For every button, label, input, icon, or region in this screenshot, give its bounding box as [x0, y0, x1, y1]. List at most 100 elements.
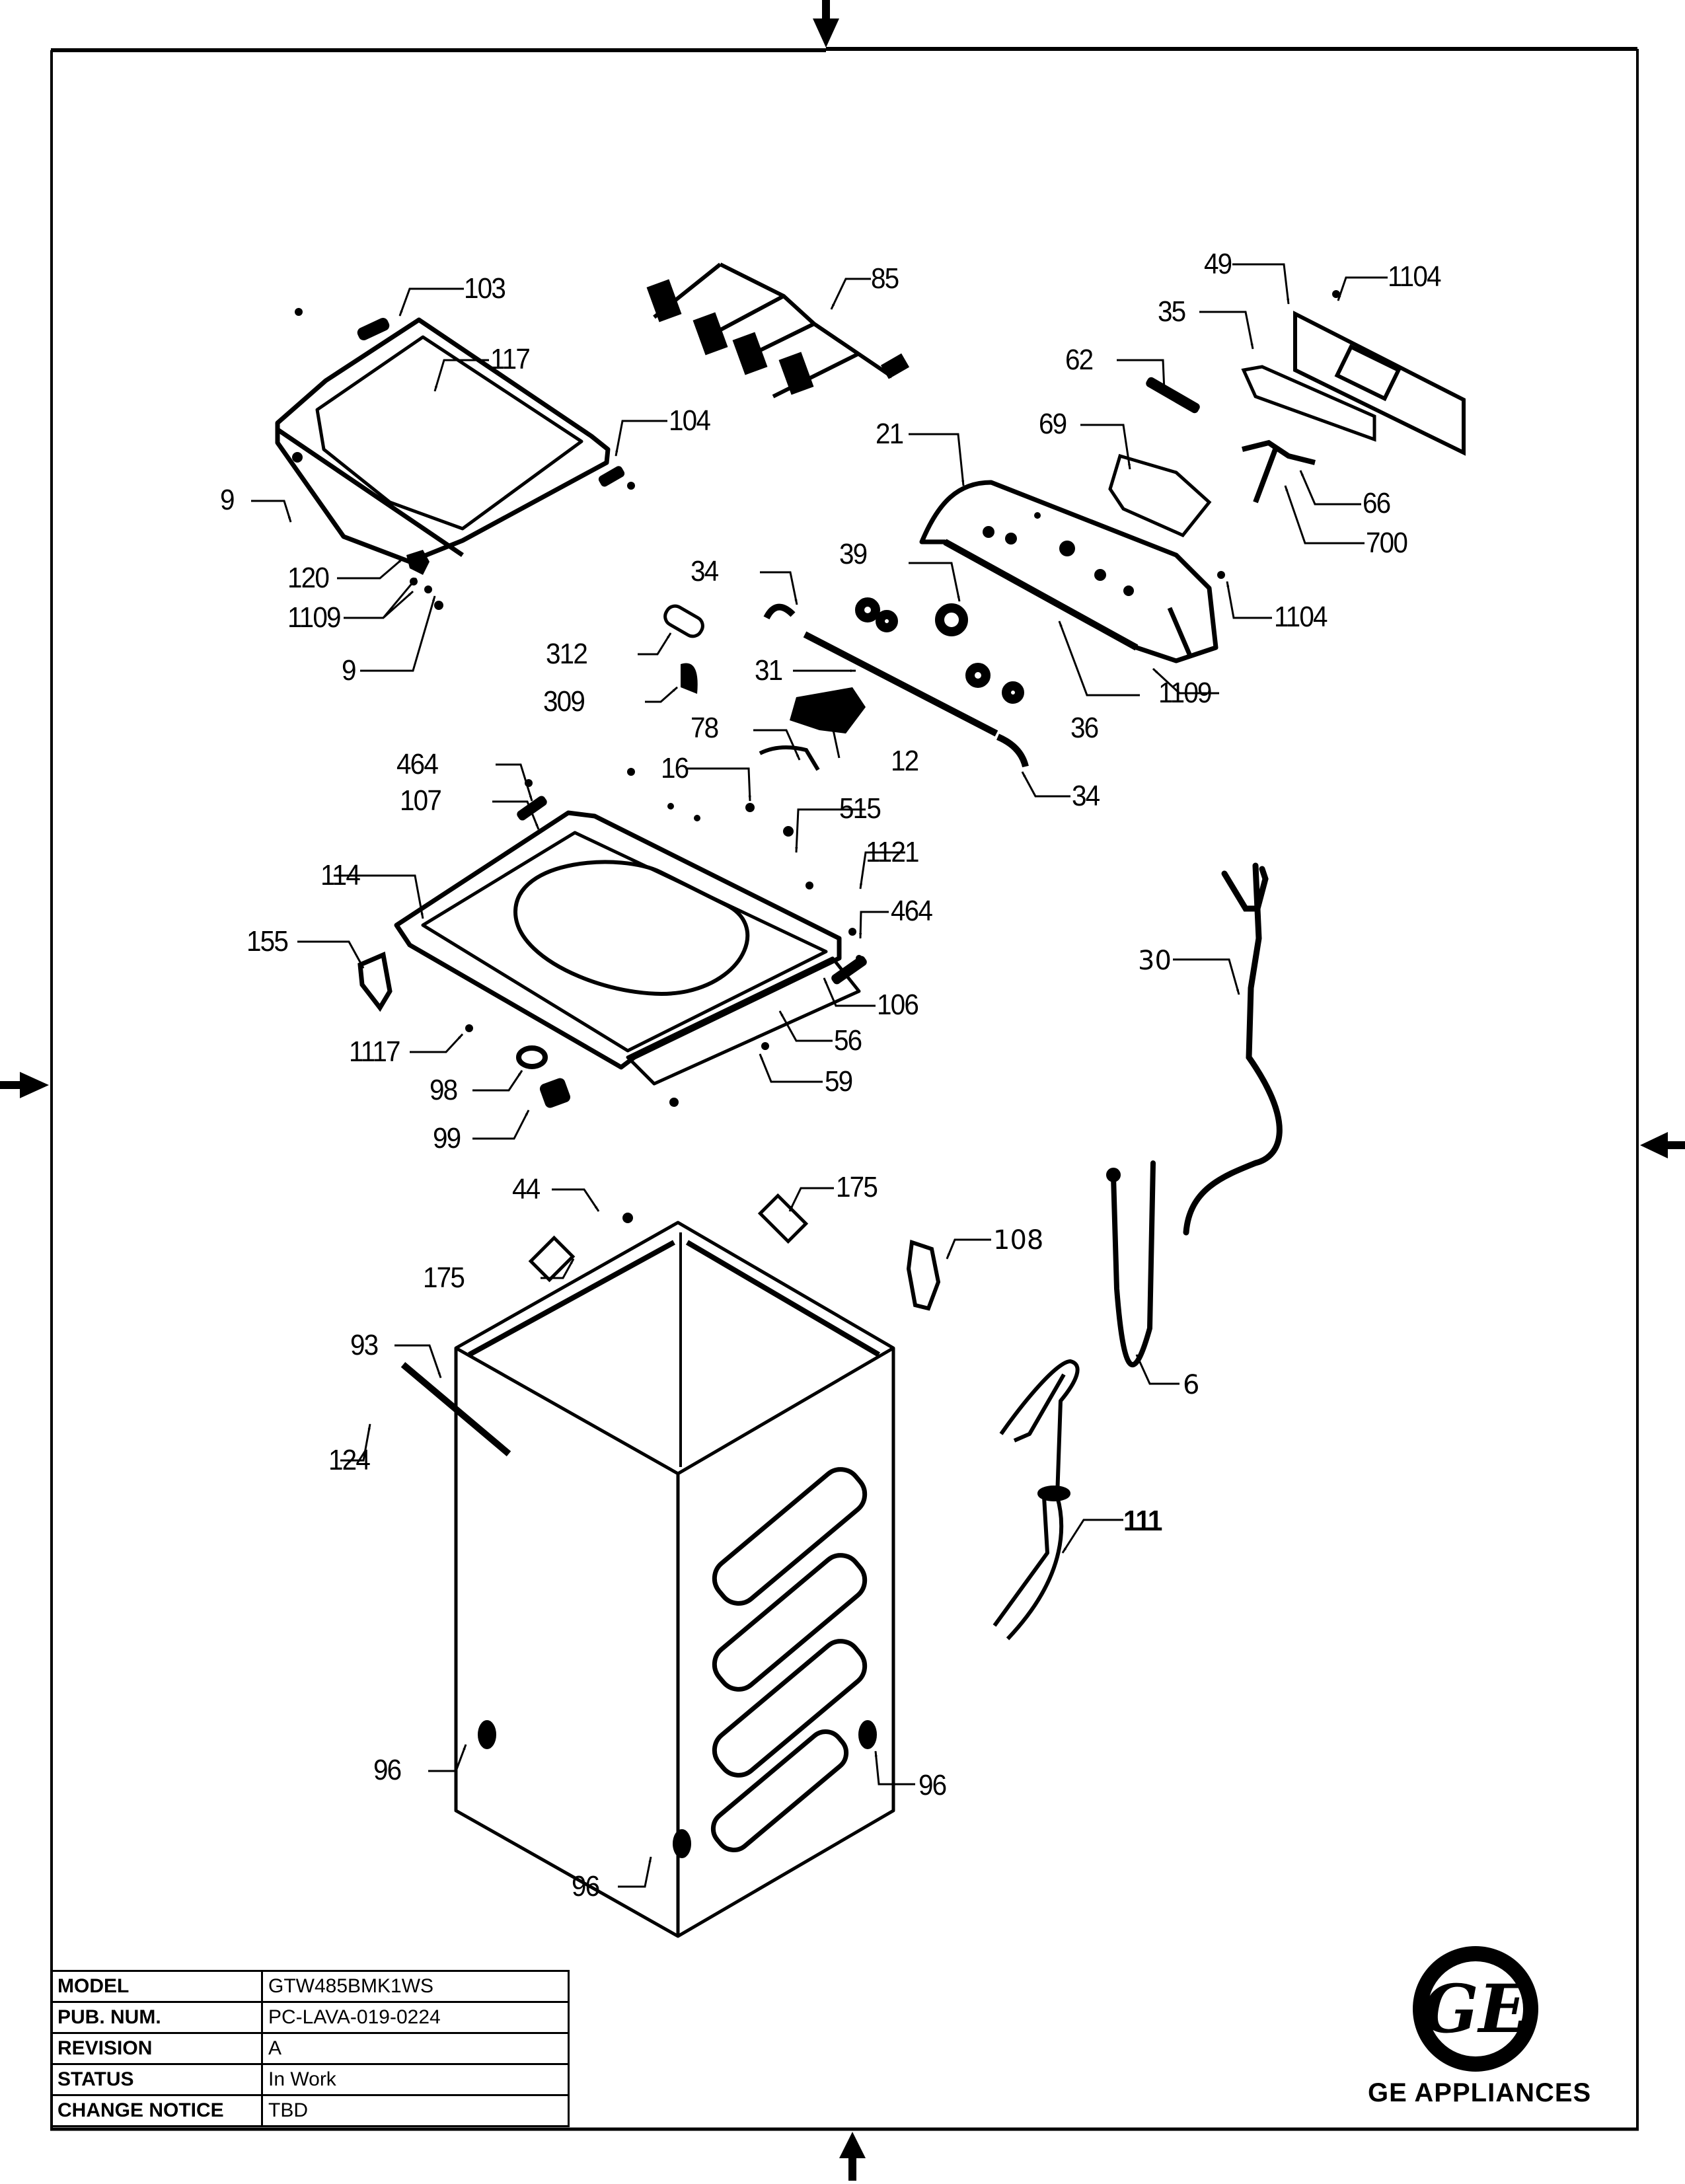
part-hose-31: [803, 631, 998, 737]
title-block-row-pub-num: PUB. NUM.PC-LAVA-019-0224: [50, 2001, 570, 2034]
callout-35: 35: [1158, 295, 1186, 328]
callout-21: 21: [876, 418, 904, 450]
part-screws-1104: [1217, 290, 1340, 579]
callout-175-left: 175: [423, 1261, 465, 1294]
part-control-panel-49: [1293, 311, 1466, 456]
title-block-key: STATUS: [50, 2063, 263, 2096]
callout-96-bottom: 96: [572, 1870, 600, 1902]
callout-16: 16: [661, 752, 689, 784]
callout-175-right: 175: [836, 1171, 878, 1203]
callout-117: 117: [490, 343, 531, 375]
leader-lines: [251, 263, 1388, 1888]
callout-12: 12: [891, 745, 919, 777]
callout-85: 85: [871, 262, 899, 295]
console-knob-holes: [983, 512, 1134, 596]
change-notice-value: TBD: [261, 2094, 570, 2127]
callout-93: 93: [350, 1329, 379, 1361]
callout-98: 98: [430, 1074, 458, 1106]
part-backsplash-console-21: [919, 480, 1218, 663]
centering-arrow-bottom-icon: [839, 2132, 866, 2181]
centering-arrow-right-icon: [1640, 1132, 1685, 1158]
callout-34-lower: 34: [1072, 780, 1100, 812]
part-control-board-69: [1108, 453, 1212, 538]
callout-515: 515: [839, 792, 881, 825]
part-hose-6: [1106, 1160, 1156, 1367]
callout-1121: 1121: [866, 836, 920, 868]
centering-arrow-left-icon: [0, 1072, 49, 1098]
callout-107: 107: [400, 784, 442, 817]
part-lid-117: [275, 317, 611, 564]
centering-arrow-top-icon: [813, 0, 839, 48]
part-hinge-106: [831, 956, 867, 985]
publication-number: PC-LAVA-019-0224: [261, 2001, 570, 2034]
callout-1109-lid: 1109: [287, 601, 342, 634]
part-cabinet-93: [454, 1221, 895, 1938]
callout-1104-upper: 1104: [1388, 260, 1442, 293]
callout-96-left: 96: [373, 1754, 402, 1786]
callout-49: 49: [1204, 248, 1232, 280]
callout-30: 30: [1138, 946, 1172, 976]
callout-700: 700: [1366, 527, 1408, 559]
status-value: In Work: [261, 2063, 570, 2096]
callout-36: 36: [1070, 712, 1099, 744]
ge-monogram-icon: GE: [1413, 1946, 1538, 2072]
part-switch-62: [1146, 377, 1200, 414]
part-valve-12: [790, 687, 866, 734]
callout-104: 104: [669, 404, 711, 437]
callout-106: 106: [877, 989, 919, 1021]
part-bumper-120: [406, 550, 430, 575]
part-wire-harness-66: [1242, 439, 1316, 504]
callout-99: 99: [433, 1122, 461, 1154]
part-label-175: [528, 1193, 809, 1283]
callout-9-lower: 9: [342, 654, 357, 687]
callout-62: 62: [1065, 344, 1094, 376]
callout-9-upper: 9: [220, 484, 235, 516]
part-knobs-39-36: [855, 597, 1024, 704]
callout-59: 59: [825, 1065, 853, 1098]
part-inlet-312: [663, 604, 704, 638]
part-screw-44: [622, 1213, 633, 1223]
callout-464-lower: 464: [891, 895, 933, 927]
revision-value: A: [261, 2032, 570, 2065]
part-top-cover-114: [394, 810, 861, 1086]
callout-39: 39: [839, 538, 868, 570]
part-hose-clamps-34: [763, 603, 1029, 768]
part-lid-lock-98: [516, 1045, 548, 1069]
part-screw-9-top: [292, 452, 303, 463]
part-pump-108: [906, 1239, 941, 1311]
callout-1109-console: 1109: [1158, 677, 1213, 709]
callout-1117: 1117: [349, 1036, 401, 1068]
part-hinge-107: [517, 796, 547, 821]
part-rail-124: [400, 1362, 511, 1456]
callout-44: 44: [512, 1173, 541, 1205]
callout-108: 108: [993, 1225, 1044, 1256]
callout-309: 309: [543, 685, 585, 718]
part-small-fasteners: [465, 768, 862, 1107]
part-bracket-35: [1241, 365, 1376, 442]
model-number: GTW485BMK1WS: [261, 1970, 570, 2003]
part-leveling-legs-96: [478, 1720, 877, 1858]
callout-103: 103: [464, 272, 506, 305]
svg-text:GE: GE: [1422, 1970, 1530, 2048]
title-block-key: REVISION: [50, 2032, 263, 2065]
callout-1104-lower: 1104: [1274, 601, 1328, 633]
callout-124: 124: [328, 1444, 371, 1476]
callout-69: 69: [1039, 408, 1067, 440]
title-block-key: CHANGE NOTICE: [50, 2094, 263, 2127]
callout-34-upper: 34: [691, 555, 719, 587]
part-clip-309: [681, 663, 698, 694]
part-switch-harness-85: [646, 262, 910, 398]
part-hinge-103: [295, 308, 390, 340]
part-lid-switch-99: [539, 1078, 571, 1108]
title-block-key: MODEL: [50, 1970, 263, 2003]
callout-56: 56: [834, 1024, 862, 1057]
callout-31: 31: [755, 654, 783, 687]
part-drain-hose-111: [992, 1359, 1080, 1641]
callout-464-upper: 464: [396, 748, 439, 780]
callout-120: 120: [287, 562, 330, 594]
